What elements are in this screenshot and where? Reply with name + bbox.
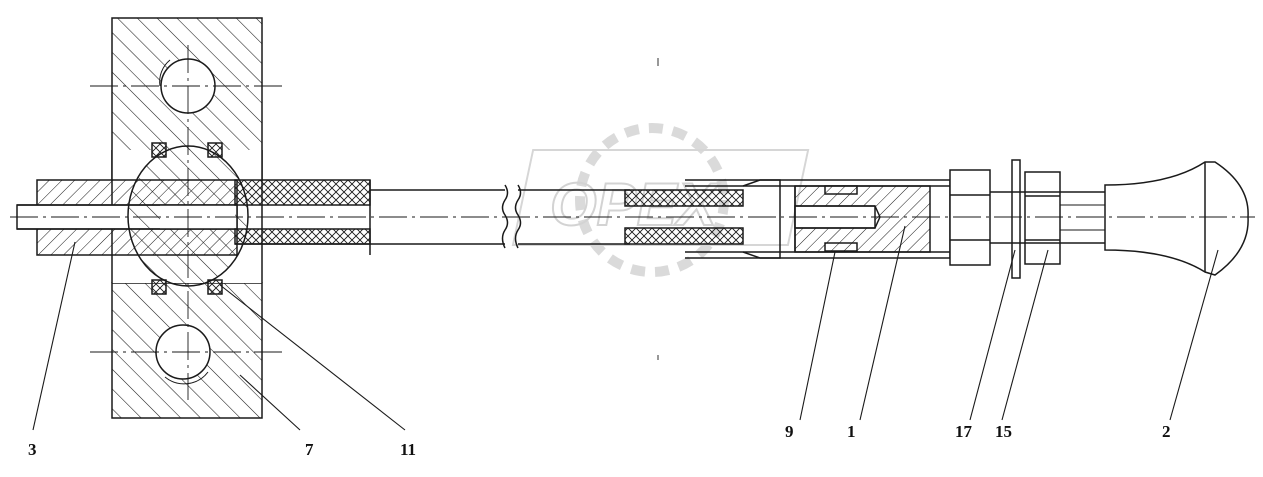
center-lines: [10, 45, 1255, 400]
callout-3: 3: [28, 440, 37, 459]
nut-right: [1024, 171, 1061, 265]
plunger-body: [794, 185, 931, 253]
inner-sleeve: [624, 179, 781, 259]
callout-labels: 3 7 11 9 1 17 15 2: [28, 422, 1171, 459]
rod: [369, 180, 630, 255]
callout-17: 17: [955, 422, 973, 441]
handle-knob: [1104, 161, 1249, 276]
callout-15: 15: [995, 422, 1012, 441]
callout-1: 1: [847, 422, 856, 441]
nut-left: [949, 169, 991, 266]
callout-7: 7: [305, 440, 314, 459]
callout-11: 11: [400, 440, 416, 459]
callout-9: 9: [785, 422, 794, 441]
housing-block-lower: [111, 282, 263, 419]
o-ring-seals: [151, 142, 223, 295]
callout-2: 2: [1162, 422, 1171, 441]
leader-lines: [32, 225, 1219, 431]
left-bushing: [234, 179, 371, 245]
washer: [1011, 159, 1021, 279]
